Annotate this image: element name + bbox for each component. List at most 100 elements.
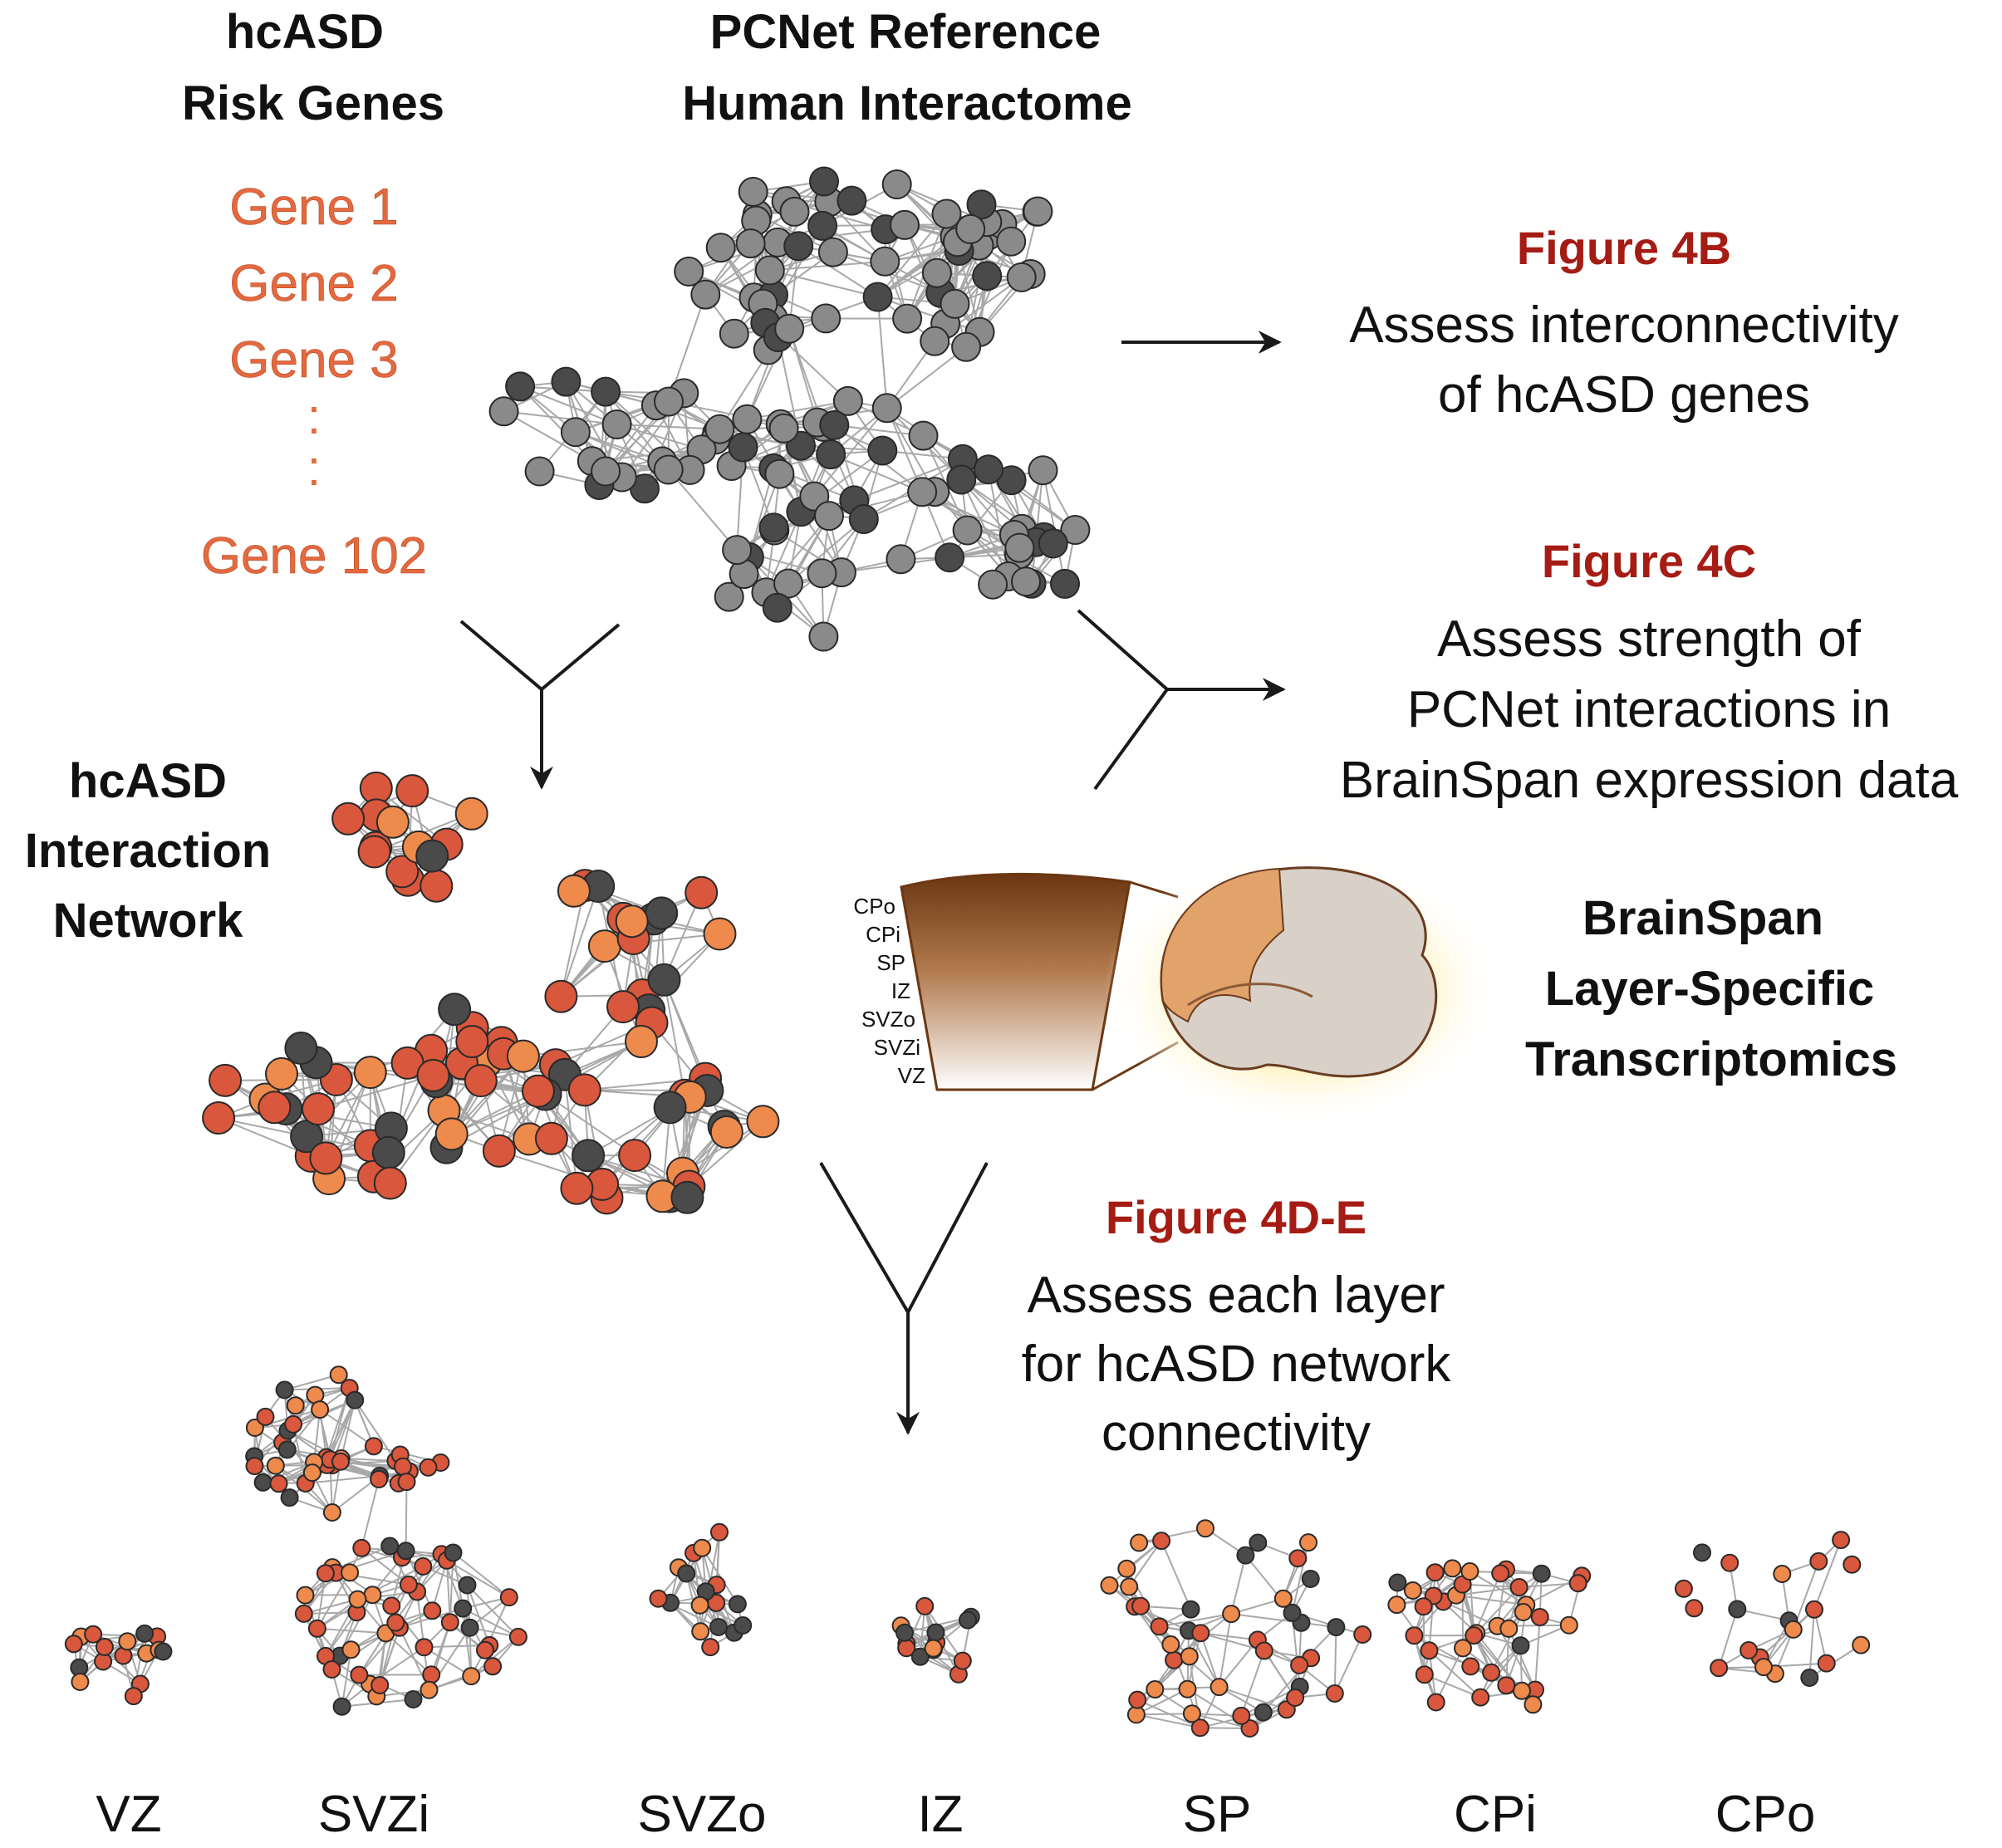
network-node: [420, 869, 454, 903]
risk-genes-header-line: hcASD: [226, 5, 384, 59]
network-node: [560, 417, 591, 448]
network-node: [1491, 1564, 1510, 1583]
network-node: [1165, 1650, 1184, 1669]
network-node: [814, 501, 844, 532]
network-node: [1131, 1596, 1151, 1615]
network-nodes: [202, 771, 780, 1215]
network-edge: [1429, 1649, 1492, 1674]
network-node: [1559, 1615, 1578, 1635]
network-node: [690, 1596, 709, 1615]
network-edge: [317, 1074, 434, 1110]
network-node: [1273, 1589, 1293, 1608]
network-node: [931, 199, 962, 229]
network-edge: [616, 424, 720, 430]
network-node: [920, 326, 950, 356]
network-node: [275, 1380, 294, 1399]
network-node: [394, 1457, 412, 1476]
network-edge: [1479, 1645, 1522, 1698]
network-node: [1426, 1693, 1445, 1712]
network-node: [1146, 1680, 1165, 1698]
gene-list-ellipsis: :: [307, 389, 321, 444]
network-node: [397, 1473, 416, 1492]
network-node: [1120, 1577, 1139, 1596]
network-node: [811, 303, 842, 334]
network-node: [645, 896, 679, 930]
network-edge: [1333, 1634, 1364, 1694]
figure-4de-text: for hcASD network: [1022, 1336, 1452, 1393]
network-edge: [876, 297, 888, 409]
cortex-layer-label: VZ: [898, 1063, 925, 1088]
network-node: [653, 454, 684, 485]
hcasd-interaction-network: [202, 771, 780, 1215]
merge-arrow-4c: [1077, 609, 1169, 791]
network-node: [454, 1599, 473, 1618]
network-node: [353, 1056, 387, 1090]
network-edge: [788, 518, 865, 585]
network-node: [1196, 1519, 1214, 1538]
pcnet-network: [488, 166, 1091, 652]
figure-4de-text: Assess each layer: [1027, 1267, 1445, 1324]
risk-genes-header-line: Risk Genes: [182, 76, 444, 130]
network-node: [382, 1596, 401, 1615]
network-edge: [877, 296, 980, 333]
interaction-network-header: hcASD Interaction Network: [25, 754, 272, 948]
network-node: [908, 420, 939, 451]
network-node: [1325, 1684, 1344, 1703]
pcnet-header-line: PCNet Reference: [710, 5, 1102, 59]
network-node: [322, 1660, 341, 1679]
network-edge: [560, 885, 600, 998]
network-edge: [1188, 1630, 1220, 1688]
network-edge: [361, 1547, 410, 1586]
brain-sulcus: [1187, 983, 1313, 1007]
network-edge: [361, 1478, 380, 1549]
network-edge: [1422, 1606, 1425, 1675]
network-node: [476, 1640, 494, 1659]
network-node: [647, 963, 681, 997]
network-node: [385, 855, 420, 889]
network-node: [266, 1456, 285, 1475]
network-edge: [1200, 1632, 1259, 1641]
network-node: [953, 1651, 972, 1670]
network-node: [1236, 1546, 1255, 1565]
network-edge: [1813, 1609, 1828, 1664]
network-node: [1720, 1553, 1739, 1572]
network-node: [1800, 1669, 1819, 1687]
network-node: [1004, 532, 1035, 563]
network-node: [357, 835, 391, 869]
network-node: [245, 1457, 264, 1476]
network-node: [135, 1624, 155, 1643]
network-nodes: [64, 1624, 173, 1706]
network-node: [653, 1091, 687, 1125]
layer-label: SVZi: [318, 1786, 429, 1843]
brainspan-header-line: BrainSpan: [1582, 891, 1823, 945]
network-node: [483, 1657, 503, 1676]
network-node: [551, 366, 581, 397]
network-edge: [797, 245, 879, 298]
network-node: [722, 535, 753, 566]
network-node: [415, 839, 449, 873]
network-node: [1254, 1641, 1273, 1660]
network-edge: [316, 1571, 351, 1630]
network-nodes: [1387, 1559, 1592, 1714]
cortex-wedge-shape: [900, 872, 1131, 1091]
network-edge: [1200, 1632, 1220, 1688]
merge-arrow-4de: [819, 1161, 989, 1433]
network-node: [587, 929, 621, 963]
network-node: [1514, 1603, 1533, 1621]
network-node: [1128, 1690, 1147, 1709]
network-node: [768, 413, 799, 444]
network-node: [341, 1563, 360, 1582]
network-node: [154, 1642, 173, 1661]
network-node: [438, 993, 472, 1027]
network-node: [1232, 1706, 1251, 1725]
network-edges: [1396, 1567, 1583, 1706]
network-node: [862, 282, 893, 312]
network-node: [399, 1575, 418, 1594]
network-node: [444, 1543, 463, 1562]
network-node: [202, 1101, 236, 1135]
network-node: [505, 371, 536, 402]
network-edge: [1219, 1686, 1288, 1711]
network-edge: [1718, 1609, 1739, 1669]
